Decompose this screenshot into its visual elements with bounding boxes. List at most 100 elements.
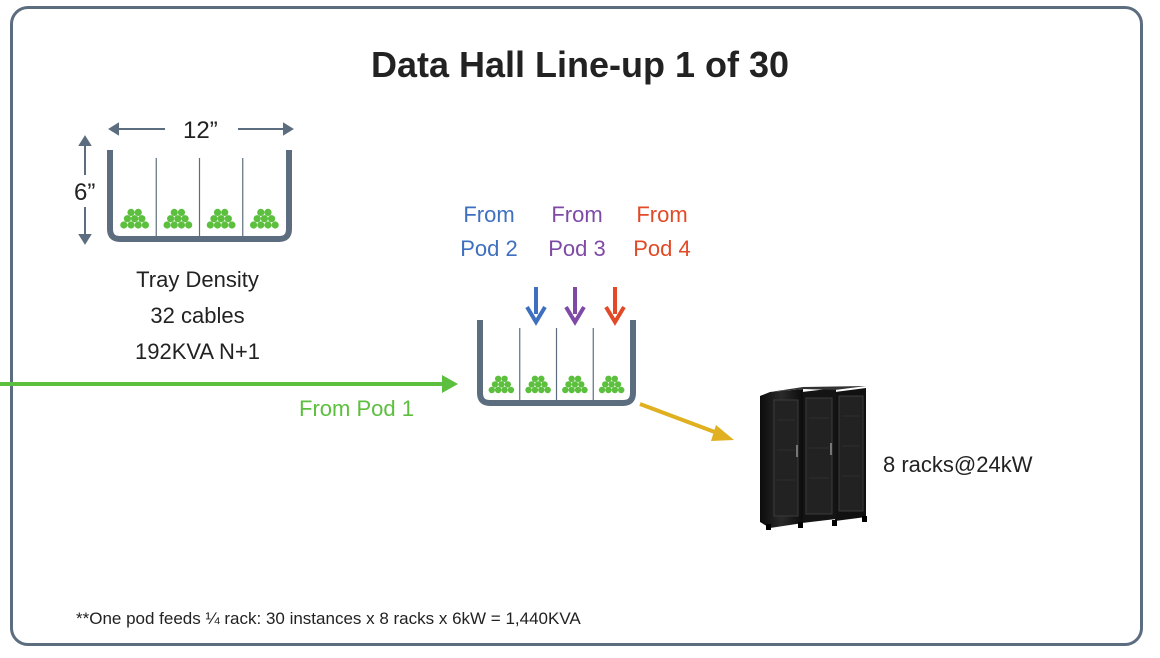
racks-label: 8 racks@24kW: [883, 452, 1033, 477]
cable: [123, 215, 132, 223]
cable: [210, 215, 218, 223]
cable: [491, 381, 499, 388]
cable: [562, 386, 569, 394]
source-label-line1: From: [463, 202, 515, 227]
cable: [528, 381, 535, 388]
cable: [249, 221, 258, 229]
cable: [224, 215, 232, 223]
cable: [134, 208, 142, 216]
source-arrow-head: [564, 305, 586, 326]
cable: [611, 375, 619, 382]
cable: [181, 215, 189, 223]
cable: [501, 386, 508, 394]
source-label-pod2: From Pod 2: [449, 198, 529, 266]
cable: [598, 386, 606, 394]
tray-height-label: 6”: [74, 179, 96, 206]
cable: [141, 221, 150, 229]
cable: [602, 381, 609, 388]
cable: [170, 208, 178, 216]
tray-density-power: 192KVA N+1: [135, 339, 260, 364]
tray-density-cables: 32 cables: [150, 303, 245, 328]
cable: [488, 386, 495, 394]
tray-outline: [477, 320, 636, 406]
cable-tray-left: [107, 150, 292, 242]
cable: [221, 208, 229, 216]
source-label-line1: From: [551, 202, 603, 227]
cable: [605, 386, 612, 394]
cable: [170, 221, 178, 229]
cable: [507, 386, 515, 394]
tray-density-block: Tray Density 32 cables 192KVA N+1: [110, 262, 285, 370]
cable: [177, 208, 186, 216]
cable: [271, 221, 279, 229]
footnote: **One pod feeds ¼ rack: 30 instances x 8…: [76, 609, 581, 628]
cable: [257, 208, 265, 216]
pod1-label: From Pod 1: [299, 396, 414, 421]
cable: [565, 381, 572, 388]
source-arrow-head: [604, 305, 626, 326]
cable: [264, 221, 272, 229]
cable: [253, 215, 261, 223]
cable: [574, 375, 582, 382]
tray-density-title: Tray Density: [136, 267, 259, 292]
cable: [578, 381, 585, 388]
cable: [544, 386, 551, 394]
source-label-line1: From: [636, 202, 688, 227]
cable: [120, 221, 128, 229]
diagram-panel: [10, 6, 1143, 646]
cable: [504, 381, 511, 388]
cable: [217, 215, 225, 223]
cable: [131, 215, 139, 223]
cable: [167, 215, 175, 223]
cable: [618, 386, 625, 394]
source-label-line2: Pod 4: [633, 236, 691, 261]
cable: [538, 386, 545, 394]
source-arrows: [525, 287, 626, 326]
cable: [185, 221, 193, 229]
cable: [541, 381, 548, 388]
source-label-pod3: From Pod 3: [537, 198, 617, 266]
cable: [138, 215, 146, 223]
cable: [257, 221, 265, 229]
cable: [267, 215, 276, 223]
source-label-line2: Pod 3: [548, 236, 606, 261]
cable: [605, 375, 612, 382]
pod1-arrow: [0, 375, 458, 393]
server-racks-image: [760, 386, 867, 530]
cable: [127, 221, 135, 229]
cable: [568, 386, 575, 394]
source-label-line2: Pod 2: [460, 236, 518, 261]
tray-outline: [107, 150, 292, 242]
height-dimension-arrow: [78, 135, 92, 245]
cable: [163, 221, 171, 229]
cable: [525, 386, 532, 394]
cable: [260, 215, 268, 223]
tray-width-label: 12”: [183, 117, 218, 144]
cable: [494, 386, 502, 394]
cable: [134, 221, 142, 229]
cable: [568, 375, 575, 382]
cable: [213, 208, 222, 216]
cable: [581, 386, 588, 394]
cable-tray-main: [477, 320, 636, 406]
cable: [614, 381, 622, 388]
cable: [498, 381, 505, 388]
source-label-pod4: From Pod 4: [622, 198, 702, 266]
cable: [127, 208, 135, 216]
cable: [213, 221, 222, 229]
cable: [221, 221, 229, 229]
cable: [531, 386, 539, 394]
cable: [531, 375, 539, 382]
cable: [174, 215, 182, 223]
cable: [534, 381, 542, 388]
source-arrow-head: [525, 305, 547, 326]
cable: [228, 221, 236, 229]
cable: [494, 375, 502, 382]
output-arrow: [639, 402, 734, 441]
cable: [501, 375, 508, 382]
cable: [574, 386, 582, 394]
cable: [611, 386, 619, 394]
cable: [538, 375, 545, 382]
cable: [608, 381, 615, 388]
